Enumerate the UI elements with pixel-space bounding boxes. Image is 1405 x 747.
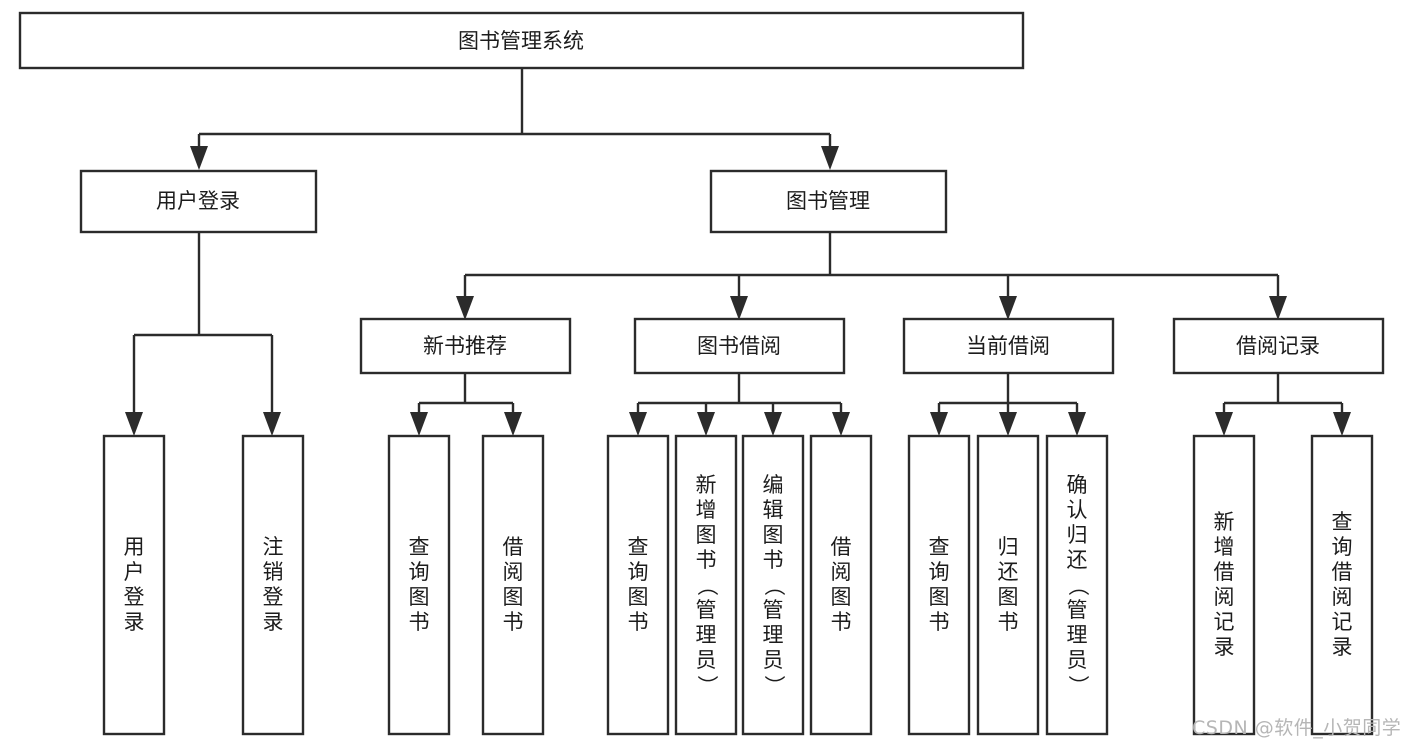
node-leaf-add-book-admin[interactable]: [674, 434, 738, 736]
node-current-borrow[interactable]: [902, 317, 1115, 375]
arrow-newbook-to-leaf1: [410, 412, 428, 436]
node-book-management[interactable]: [709, 169, 948, 234]
arrow-current-to-leaf2: [999, 412, 1017, 436]
node-leaf-add-borrow-record[interactable]: [1192, 434, 1256, 736]
node-leaf-query-book-borrow[interactable]: [606, 434, 670, 736]
arrow-bookmgmt-to-current: [999, 296, 1017, 320]
node-new-book-recommend-label: 新书推荐: [423, 334, 507, 358]
arrow-borrow-to-leaf1: [629, 412, 647, 436]
arrow-bookmgmt-to-newbook: [456, 296, 474, 320]
node-leaf-return-book[interactable]: [976, 434, 1040, 736]
node-root[interactable]: [18, 11, 1025, 70]
node-leaf-edit-book-admin[interactable]: [741, 434, 805, 736]
node-leaf-borrow-book[interactable]: [809, 434, 873, 736]
arrow-bookmgmt-to-records: [1269, 296, 1287, 320]
node-current-borrow-label: 当前借阅: [966, 334, 1050, 358]
node-leaf-query-book-newbook[interactable]: [387, 434, 451, 736]
arrow-borrow-to-leaf3: [764, 412, 782, 436]
node-borrow-records-label: 借阅记录: [1236, 334, 1320, 358]
node-book-management-label: 图书管理: [786, 189, 870, 213]
node-borrow-records[interactable]: [1172, 317, 1385, 375]
arrow-records-to-leaf2: [1333, 412, 1351, 436]
node-leaf-confirm-return-admin[interactable]: [1045, 434, 1109, 736]
arrow-newbook-to-leaf2: [504, 412, 522, 436]
arrow-root-to-book-mgmt: [821, 146, 839, 170]
node-leaf-query-book-current[interactable]: [907, 434, 971, 736]
node-leaf-borrow-book-newbook[interactable]: [481, 434, 545, 736]
arrow-root-to-user-login: [190, 146, 208, 170]
arrow-borrow-to-leaf4: [832, 412, 850, 436]
node-root-label: 图书管理系统: [458, 29, 584, 53]
arrow-userlogin-to-leaf1: [125, 412, 143, 436]
node-leaf-logout[interactable]: [241, 434, 305, 736]
node-leaf-query-borrow-record[interactable]: [1310, 434, 1374, 736]
node-new-book-recommend[interactable]: [359, 317, 572, 375]
arrow-current-to-leaf3: [1068, 412, 1086, 436]
arrow-bookmgmt-to-borrow: [730, 296, 748, 320]
arrow-records-to-leaf1: [1215, 412, 1233, 436]
node-user-login-label: 用户登录: [156, 189, 240, 213]
node-leaf-user-login[interactable]: [102, 434, 166, 736]
node-book-borrow-label: 图书借阅: [697, 334, 781, 358]
arrow-userlogin-to-leaf2: [263, 412, 281, 436]
arrow-current-to-leaf1: [930, 412, 948, 436]
watermark: CSDN @软件_小贺同学: [1192, 717, 1402, 739]
node-book-borrow[interactable]: [633, 317, 846, 375]
arrow-borrow-to-leaf2: [697, 412, 715, 436]
